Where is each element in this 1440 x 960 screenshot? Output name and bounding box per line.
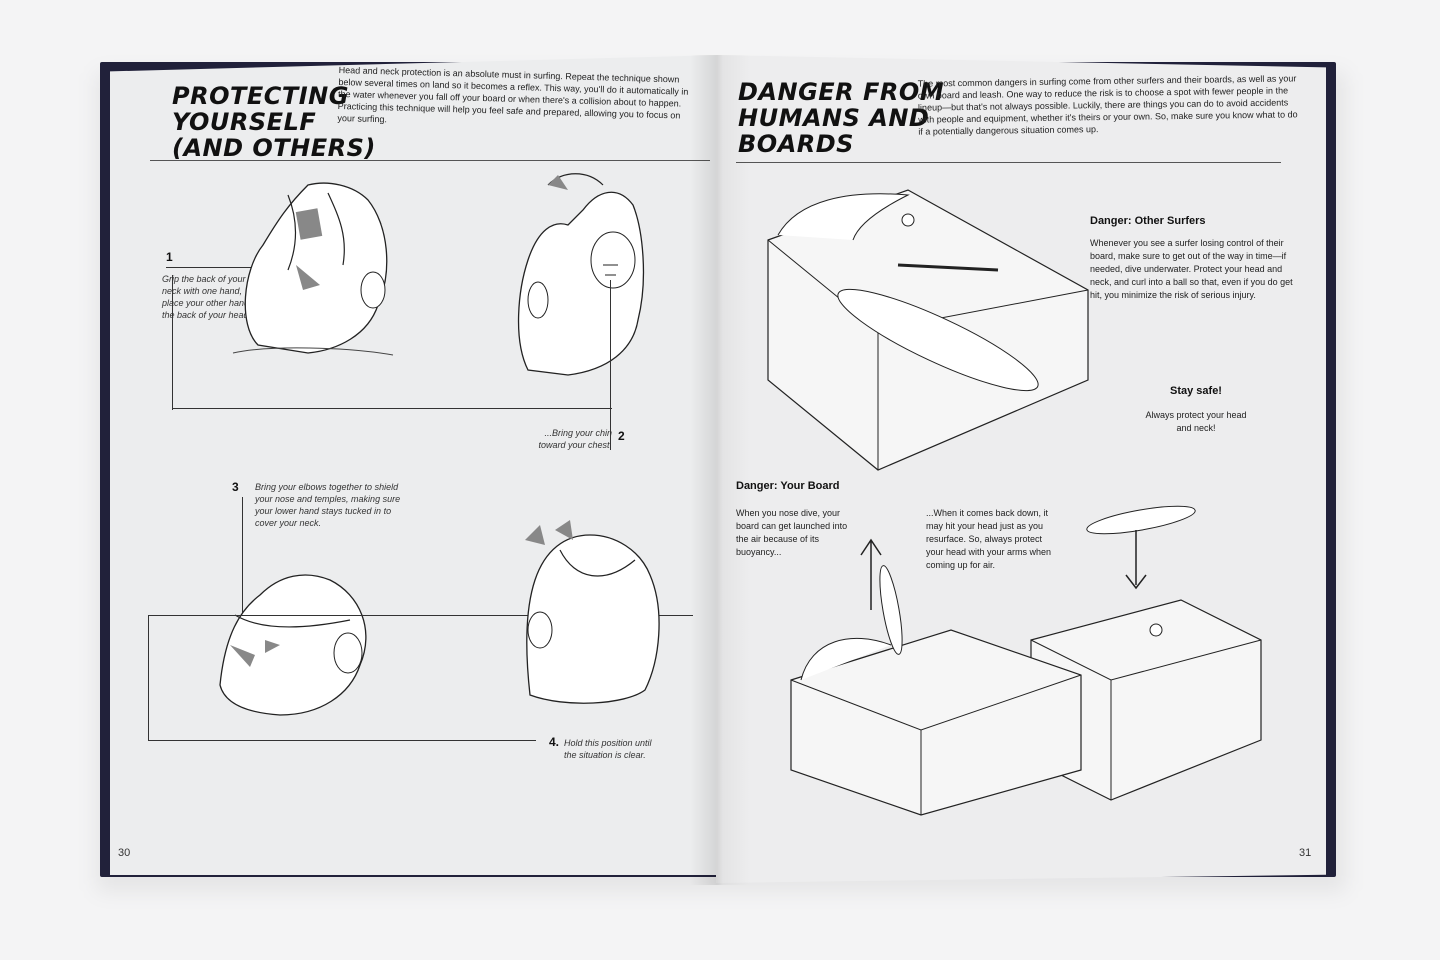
step-3-frame-left	[242, 497, 243, 687]
step-1-illustration	[232, 182, 394, 356]
other-surfers-illustration	[767, 189, 1089, 471]
your-board-text-1: When you nose dive, your board can get l…	[736, 508, 848, 557]
step-3-number: 3	[232, 480, 239, 494]
step-2-number: 2	[618, 429, 625, 443]
step-1-caption: Grip the back of your neck with one hand…	[162, 274, 262, 320]
left-page-title: PROTECTING YOURSELF (AND OTHERS)	[172, 82, 376, 162]
step-2-frame-right	[610, 280, 611, 450]
stay-safe-heading: Stay safe!	[1170, 385, 1222, 397]
step-3-caption: Bring your elbows together to shield you…	[255, 482, 401, 528]
other-surfers-heading: Danger: Other Surfers	[1090, 215, 1206, 227]
your-board-text-2: ...When it comes back down, it may hit y…	[926, 508, 1052, 570]
step-2-caption: ...Bring your chin toward your chest.	[538, 428, 612, 450]
step-1-number: 1	[166, 250, 173, 264]
right-page-intro: The most common dangers in surfing come …	[917, 73, 1298, 137]
book-gutter	[690, 55, 750, 885]
right-title-rule	[736, 162, 1281, 163]
step-3-frame-top	[148, 615, 693, 616]
step-2-illustration	[517, 173, 645, 376]
your-board-heading: Danger: Your Board	[736, 480, 840, 492]
step-34-frame-left	[148, 615, 149, 740]
step-1-frame-bottom	[172, 408, 612, 409]
right-page-number: 31	[1299, 847, 1312, 859]
right-page-title: DANGER FROM HUMANS AND BOARDS	[738, 78, 945, 158]
step-4-number: 4.	[549, 735, 560, 749]
left-page-intro: Head and neck protection is an absolute …	[337, 64, 689, 125]
your-board-illustration	[790, 505, 1262, 816]
step-4-frame-bottom	[148, 740, 536, 741]
left-page: PROTECTING YOURSELF (AND OTHERS) Head an…	[110, 55, 722, 875]
step-3-illustration	[219, 574, 367, 716]
step-4-caption: Hold this position until the situation i…	[564, 738, 652, 760]
other-surfers-text: Whenever you see a surfer losing control…	[1090, 238, 1293, 300]
right-page: DANGER FROM HUMANS AND BOARDS The most c…	[716, 55, 1326, 883]
left-page-number: 30	[118, 847, 131, 859]
stay-safe-text: Always protect your head and neck!	[1145, 410, 1247, 433]
step-4-illustration	[525, 520, 660, 704]
step-1-rule	[166, 267, 266, 268]
step-1-frame-left	[172, 275, 173, 410]
left-title-rule	[150, 160, 710, 161]
